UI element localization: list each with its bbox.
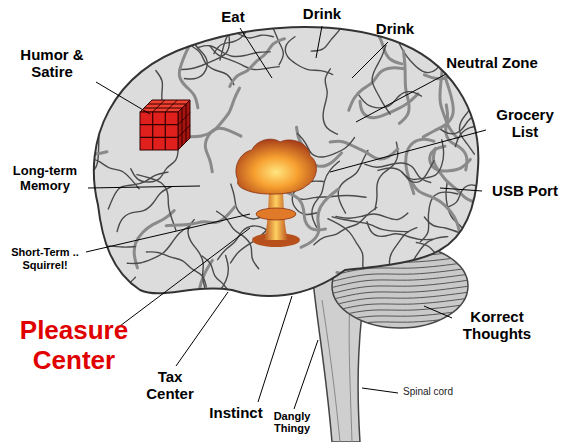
brain-fold — [478, 214, 500, 270]
brain-region-label: Drink — [376, 20, 414, 37]
brain-fold — [349, 68, 404, 110]
brain-fold — [117, 187, 171, 232]
brain-region-label: Neutral Zone — [446, 54, 538, 71]
brain-fold — [367, 222, 433, 240]
rubiks-cube — [140, 100, 190, 150]
brain-fold — [430, 146, 471, 171]
brain-fold — [439, 97, 498, 134]
brain-fold — [230, 39, 285, 87]
brain-fold — [336, 213, 408, 220]
brain-folds — [47, 0, 515, 319]
brain-fold — [285, 37, 332, 75]
brain-fold — [89, 218, 102, 287]
brain-fold — [323, 69, 337, 134]
brain-fold — [399, 51, 409, 123]
mushroom-cloud — [236, 139, 316, 247]
cerebellum-fold — [330, 322, 470, 336]
brain-region-label: Drink — [303, 5, 341, 22]
brain-fold — [188, 88, 239, 137]
brain-fold — [359, 92, 422, 108]
brain-fold — [423, 77, 453, 137]
brain-region-label: Korrect Thoughts — [452, 308, 542, 343]
brain-region-label: Eat — [221, 8, 244, 25]
brain-region-label: Tax Center — [140, 368, 200, 403]
brain-fold — [205, 128, 241, 171]
brain-fold — [73, 246, 136, 278]
brain-fold — [365, 163, 431, 183]
brain-fold — [433, 148, 478, 203]
brain-fold — [202, 256, 238, 319]
brain-region-label: Pleasure Center — [4, 316, 144, 376]
brain-fold — [402, 140, 444, 180]
brain-fold — [127, 226, 190, 264]
brain-region-label: Instinct — [209, 404, 262, 421]
brain-fold — [378, 160, 434, 182]
brain-region-label: Grocery List — [490, 106, 560, 141]
brain-fold — [389, 228, 416, 291]
brain-fold — [455, 11, 509, 39]
brain-fold — [77, 159, 139, 189]
brain-region-label: Short-Term .. Squirrel! — [6, 246, 84, 271]
brain-region-label: Dangly Thingy — [266, 411, 318, 434]
brain-fold — [131, 149, 178, 182]
brain-fold — [434, 256, 491, 302]
brain-fold — [314, 208, 377, 245]
brain-fold — [166, 206, 235, 226]
brain-region-label: USB Port — [492, 182, 558, 199]
brain-fold — [108, 172, 168, 209]
cerebrum — [94, 27, 478, 296]
brain-fold — [187, 255, 228, 300]
part-label: Spinal cord — [403, 386, 453, 398]
leader-lines — [86, 26, 486, 409]
cerebrum-outline — [94, 27, 478, 296]
brain-fold — [90, 15, 156, 33]
brain-fold — [197, 46, 270, 57]
brain-region-label: Humor & Satire — [12, 46, 92, 81]
brain-fold — [179, 41, 198, 108]
brain-fold — [337, 271, 408, 291]
brain-region-label: Long-term Memory — [5, 164, 85, 194]
brain-fold — [113, 0, 156, 35]
stem-shading — [322, 295, 352, 442]
brain-fold — [338, 150, 368, 213]
brain-fold — [301, 189, 339, 247]
brain-fold — [188, 220, 205, 289]
brain-fold — [146, 252, 206, 287]
